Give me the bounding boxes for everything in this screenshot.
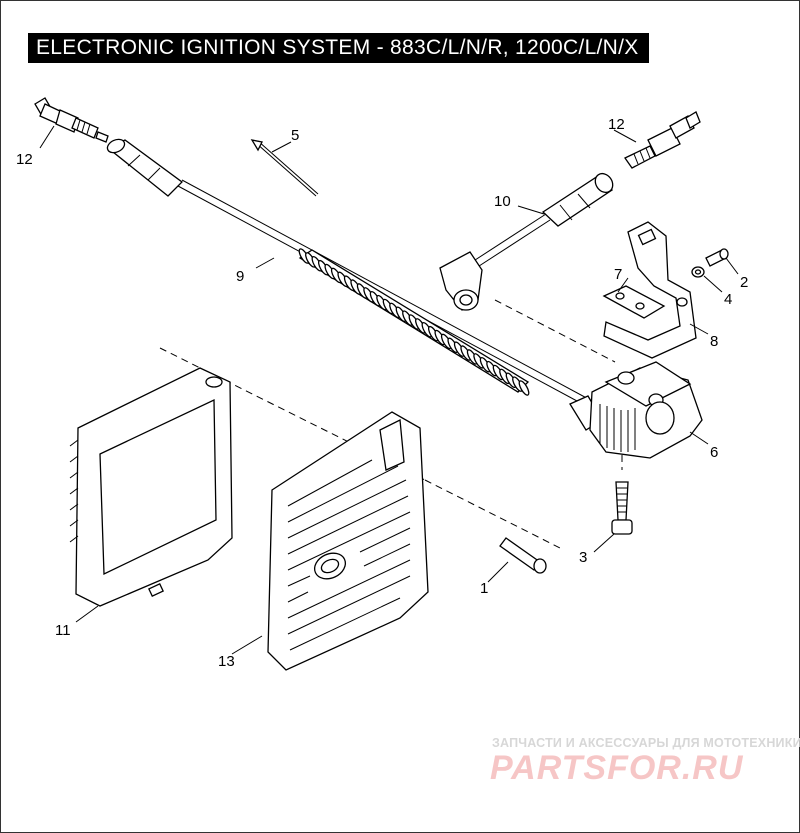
spark-plug-left xyxy=(34,97,109,143)
callout-6: 6 xyxy=(710,444,718,461)
callout-12-right: 12 xyxy=(608,116,625,133)
callout-7: 7 xyxy=(614,266,622,283)
callout-1: 1 xyxy=(480,580,488,597)
watermark-tagline: ЗАПЧАСТИ И АКСЕССУАРЫ ДЛЯ МОТОТЕХНИКИ xyxy=(492,736,800,750)
callout-12-left: 12 xyxy=(16,151,33,168)
callout-10: 10 xyxy=(494,193,511,210)
ignition-module xyxy=(69,367,233,607)
callout-8: 8 xyxy=(710,333,718,350)
diagram-title: ELECTRONIC IGNITION SYSTEM - 883C/L/N/R,… xyxy=(28,33,649,63)
screw-and-washer xyxy=(691,248,729,278)
watermark-logo: PARTSFOR.RU xyxy=(490,749,744,787)
callout-5: 5 xyxy=(291,127,299,144)
spark-plug-cable xyxy=(106,138,603,431)
cable-strap xyxy=(250,139,319,197)
callout-3: 3 xyxy=(579,549,587,566)
callout-labels: 12 12 5 10 9 7 2 4 8 6 3 1 11 13 xyxy=(16,116,748,670)
callout-11: 11 xyxy=(55,622,71,639)
spring-coil-ring xyxy=(518,380,530,396)
coil-bolt xyxy=(611,481,633,535)
callout-9: 9 xyxy=(236,268,244,285)
callout-4: 4 xyxy=(724,291,732,308)
clamp-plate xyxy=(602,285,666,319)
mounting-bracket xyxy=(603,221,697,359)
callout-2: 2 xyxy=(740,274,748,291)
callout-13: 13 xyxy=(218,653,235,670)
cover-screw xyxy=(499,537,547,574)
leader-lines xyxy=(39,125,739,655)
ignition-coil xyxy=(589,361,703,459)
spark-plug-right xyxy=(624,111,701,169)
short-spark-plug-cable xyxy=(439,172,614,311)
ignition-module-cover xyxy=(267,411,429,671)
